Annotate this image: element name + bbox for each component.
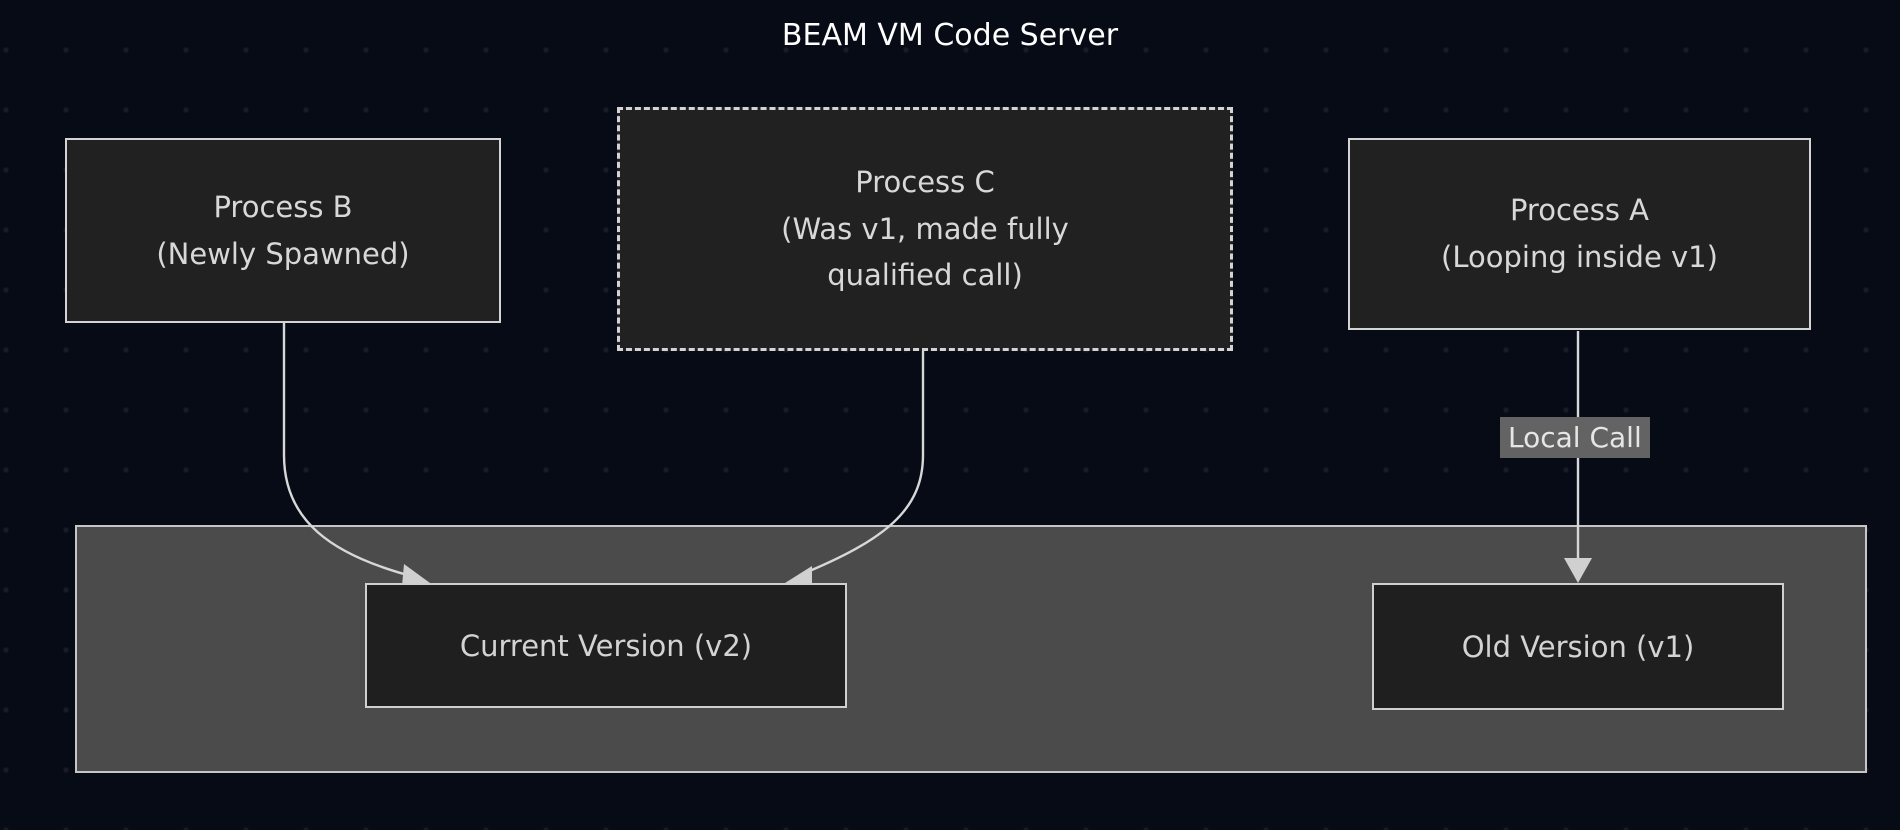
edge-label-local-call: Local Call <box>1500 417 1650 458</box>
process-a-line-1: Process A <box>1509 193 1650 228</box>
process-c-line-1: Process C <box>855 164 995 199</box>
node-process-a[interactable]: Process A (Looping inside v1) <box>1348 138 1811 330</box>
process-a-line-2: (Looping inside v1) <box>1441 240 1718 274</box>
node-process-b[interactable]: Process B (Newly Spawned) <box>65 138 501 323</box>
process-b-line-2: (Newly Spawned) <box>156 236 410 271</box>
node-process-c[interactable]: Process C (Was v1, made fully qualified … <box>617 107 1233 351</box>
process-b-line-1: Process B <box>213 189 353 224</box>
process-c-line-2: (Was v1, made fully <box>781 211 1069 246</box>
node-old-version[interactable]: Old Version (v1) <box>1372 583 1784 710</box>
node-current-version[interactable]: Current Version (v2) <box>365 583 847 708</box>
beam-vm-code-server-title: BEAM VM Code Server <box>781 18 1119 53</box>
process-c-line-3: qualified call) <box>827 258 1023 293</box>
